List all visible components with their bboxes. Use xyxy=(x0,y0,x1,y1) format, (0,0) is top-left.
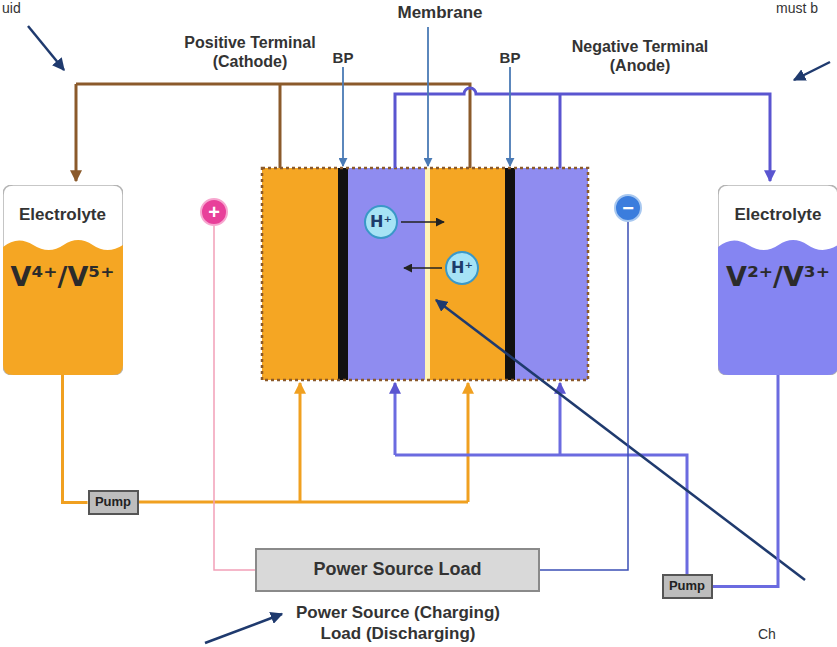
tank-title: Electrolyte xyxy=(735,205,822,225)
cropped-note: uid xyxy=(2,0,21,17)
positive-half-cell xyxy=(262,168,338,380)
callout-arrow xyxy=(794,62,830,80)
pump-box: Pump xyxy=(88,490,139,515)
tank-title: Electrolyte xyxy=(19,205,106,225)
pipe-connector xyxy=(713,375,779,587)
pipe-connector xyxy=(63,375,88,503)
pipe-connector xyxy=(540,222,628,570)
node-text: Pump xyxy=(95,495,131,509)
node-text: H⁺ xyxy=(451,259,473,277)
leader-arrow xyxy=(427,27,429,166)
ion-label: V²⁺/V³⁺ xyxy=(726,261,830,293)
negative-wire xyxy=(559,94,562,168)
callout-arrow xyxy=(28,26,64,70)
node-text: Pump xyxy=(669,579,705,593)
positive-wire xyxy=(75,84,78,181)
part-label: BP xyxy=(333,49,354,67)
node-text: + xyxy=(208,201,220,223)
node-text: H⁺ xyxy=(370,213,392,231)
terminal-symbol: + xyxy=(200,198,228,226)
bipolar-plate xyxy=(338,168,348,380)
negative-wire xyxy=(395,88,770,181)
mode-label: Power Source (Charging) xyxy=(296,603,500,623)
positive-wire xyxy=(76,84,470,168)
electrolyte-pipe xyxy=(394,383,397,455)
node-text: − xyxy=(622,197,634,219)
positive-half-cell xyxy=(430,168,505,380)
terminal-label: Negative Terminal (Anode) xyxy=(560,38,720,76)
power-box: Power Source Load xyxy=(255,548,540,592)
electrolyte-pipe xyxy=(467,383,470,502)
leader-arrow xyxy=(342,67,344,166)
positive-wire xyxy=(279,84,282,168)
negative-half-cell xyxy=(515,168,588,380)
proton-arrow xyxy=(401,221,444,223)
pipe-connector xyxy=(214,226,255,570)
cropped-note: must b xyxy=(776,0,818,17)
callout-arrow xyxy=(205,614,282,643)
tank-body xyxy=(3,185,123,375)
part-label: BP xyxy=(500,49,521,67)
tank-body xyxy=(718,185,837,375)
ion-label: V⁴⁺/V⁵⁺ xyxy=(11,261,115,293)
terminal-symbol: − xyxy=(614,194,642,222)
proton-circle: H⁺ xyxy=(445,251,479,285)
part-label: Membrane xyxy=(397,3,482,23)
node-text: Power Source Load xyxy=(313,560,481,580)
electrolyte-pipe xyxy=(299,383,302,502)
electrolyte-pipe xyxy=(138,501,468,504)
terminal-label: Positive Terminal (Cathode) xyxy=(170,34,330,72)
negative-half-cell xyxy=(348,168,425,380)
mode-label: Load (Discharging) xyxy=(321,624,476,644)
electrolyte-tank: ElectrolyteV⁴⁺/V⁵⁺ xyxy=(3,185,123,375)
cropped-note: Ch xyxy=(758,626,776,643)
proton-arrow xyxy=(404,267,442,269)
electrolyte-tank: ElectrolyteV²⁺/V³⁺ xyxy=(718,185,837,375)
bipolar-plate xyxy=(505,168,515,380)
membrane xyxy=(425,168,430,380)
pump-box: Pump xyxy=(662,574,713,599)
proton-circle: H⁺ xyxy=(364,205,398,239)
tank-liquid xyxy=(3,240,123,375)
tank-liquid xyxy=(718,240,837,375)
stack-frame xyxy=(262,168,588,380)
leader-arrow xyxy=(509,67,511,166)
